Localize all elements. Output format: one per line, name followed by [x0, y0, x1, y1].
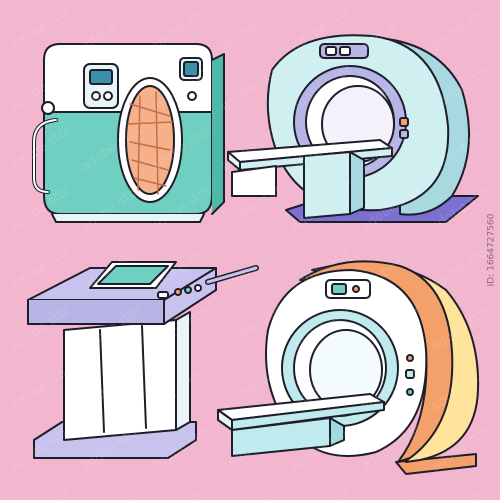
stock-id: ID: 1664727560	[484, 0, 498, 500]
stock-id-label: ID: 1664727560	[486, 213, 496, 287]
